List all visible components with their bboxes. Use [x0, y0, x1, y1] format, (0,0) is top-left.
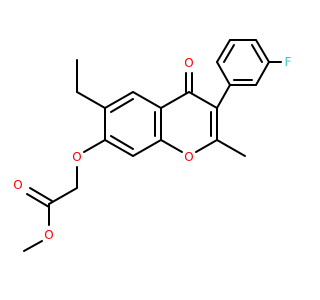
- bond: [255, 39, 270, 63]
- bond: [160, 139, 183, 153]
- carbonyl-oxygen-label: O: [184, 56, 193, 70]
- ethyl-group: [76, 59, 106, 109]
- ether-oxygen-label: O: [72, 150, 81, 164]
- pyranone-ring: [160, 91, 218, 153]
- methyl-bond: [216, 139, 246, 157]
- ester-oxygen-label: O: [44, 228, 53, 242]
- bond: [110, 98, 134, 113]
- fluorophenyl-ring: F: [216, 39, 292, 109]
- bond: [188, 91, 218, 109]
- molecule-structure: O O F O: [13, 39, 292, 252]
- bond: [160, 91, 190, 109]
- ester-carbonyl-oxygen-label: O: [13, 178, 22, 192]
- bond: [132, 139, 162, 157]
- bond: [26, 193, 50, 208]
- structure-canvas: O O F O: [13, 39, 292, 252]
- bond: [255, 61, 270, 86]
- bond: [104, 91, 134, 109]
- bond: [216, 39, 231, 63]
- bond: [223, 44, 235, 63]
- bond: [29, 187, 53, 202]
- bond: [104, 139, 134, 157]
- carbonyl-group: O: [184, 56, 194, 93]
- oxyacetate-group: O O O: [13, 139, 106, 252]
- bond: [195, 139, 218, 153]
- bond: [23, 240, 43, 252]
- ring-oxygen-label: O: [184, 150, 193, 164]
- bond: [216, 84, 231, 109]
- bond: [251, 44, 263, 63]
- bond: [83, 139, 106, 153]
- bond: [216, 61, 231, 86]
- bond: [76, 91, 106, 109]
- bond: [132, 91, 162, 109]
- bond: [110, 135, 134, 150]
- fluorine-label: F: [285, 55, 292, 69]
- benzo-ring: [104, 91, 162, 157]
- bond: [48, 187, 78, 205]
